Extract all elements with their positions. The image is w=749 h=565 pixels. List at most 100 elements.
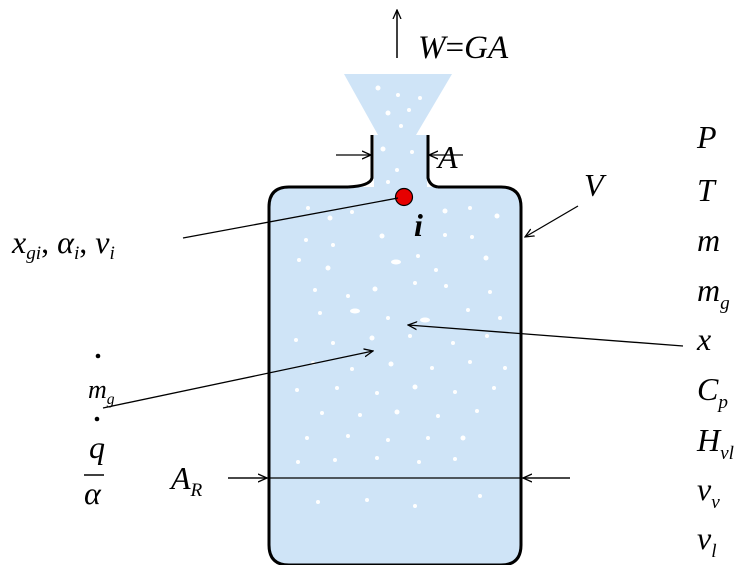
state-variable-0: P <box>696 119 717 155</box>
bubble <box>369 335 375 341</box>
bubble <box>331 243 335 247</box>
bubble <box>346 434 350 438</box>
bubble <box>426 436 430 440</box>
bubble <box>365 498 369 502</box>
bubble <box>386 438 390 442</box>
bubble <box>396 93 400 97</box>
outlet-pipe-fluid <box>374 135 427 193</box>
bubble <box>327 215 333 221</box>
bubble <box>295 388 299 392</box>
inlet-point-label: i <box>414 207 423 243</box>
vessel-fluid <box>269 187 521 565</box>
bubble <box>375 456 379 460</box>
inlet-point-marker <box>394 187 414 207</box>
bubble <box>335 386 339 390</box>
bubble <box>483 255 489 261</box>
bubble <box>412 384 418 390</box>
bubble <box>386 180 390 184</box>
bubble <box>494 213 500 219</box>
cross-section-label: AR <box>169 460 203 501</box>
bubble <box>306 206 310 210</box>
bubble <box>304 238 308 242</box>
bubble <box>430 366 434 370</box>
nozzle-left-wall <box>347 135 374 189</box>
bubble <box>333 458 337 462</box>
bubble <box>407 108 411 112</box>
state-variable-7: vv <box>697 471 720 513</box>
bubble <box>466 308 470 312</box>
mean-void-fraction-label: α <box>84 475 102 511</box>
heat-rate-label: q <box>89 429 105 465</box>
bubble <box>350 308 360 314</box>
bubble <box>488 290 492 294</box>
state-vars-leader-arrow <box>408 325 684 347</box>
bubble <box>460 435 466 441</box>
bubble <box>297 258 301 262</box>
bubble <box>413 281 417 285</box>
bubble <box>468 360 472 364</box>
bubble <box>436 414 440 418</box>
state-variable-4: x <box>696 321 711 357</box>
heat-rate-dot <box>94 416 100 422</box>
bubble <box>379 233 385 239</box>
bubble <box>475 409 479 413</box>
bubble <box>305 436 309 440</box>
bubble <box>451 341 455 345</box>
state-variable-8: vl <box>697 520 717 562</box>
bubble-group <box>294 85 507 508</box>
inlet-props-label: xgi, αi, vi <box>11 224 115 264</box>
bubble <box>331 341 335 345</box>
bubble <box>296 460 300 464</box>
bubble <box>443 233 447 237</box>
bubble <box>418 96 422 100</box>
bubble <box>350 367 354 371</box>
bubble <box>325 265 331 271</box>
bubble <box>358 413 362 417</box>
volume-leader-arrow <box>525 205 579 237</box>
volume-label: V <box>584 167 607 203</box>
nozzle-right-wall <box>426 135 439 189</box>
bubble <box>420 317 430 323</box>
bubble <box>498 316 502 320</box>
bubble <box>416 254 420 258</box>
bubble <box>408 334 412 338</box>
bubble <box>453 457 457 461</box>
state-variable-1: T <box>697 172 717 208</box>
bubble <box>399 124 403 128</box>
bubble <box>492 386 496 390</box>
bubble <box>410 150 414 154</box>
state-variable-5: Cp <box>697 371 728 413</box>
bubble <box>453 390 457 394</box>
bubble <box>318 311 322 315</box>
bubble <box>375 85 381 91</box>
vessel-outline <box>267 185 523 565</box>
bubble <box>380 146 386 152</box>
bubble <box>444 284 448 288</box>
bubble <box>391 259 401 265</box>
gas-mass-rate-dot <box>95 353 101 359</box>
state-variable-6: Hvl <box>696 422 734 464</box>
bubble <box>394 409 400 415</box>
bubble <box>478 494 482 498</box>
bubble <box>372 286 378 292</box>
bubble <box>316 500 320 504</box>
bubble <box>485 334 489 338</box>
bubble <box>468 206 472 210</box>
bubble <box>503 366 507 370</box>
bubble <box>313 288 317 292</box>
bubble <box>375 391 379 395</box>
bubble <box>294 338 298 342</box>
bubble <box>442 208 448 214</box>
gas-mass-rate-label: mg <box>88 375 115 408</box>
bubble <box>350 210 354 214</box>
bubble <box>417 460 421 464</box>
bubble <box>346 294 350 298</box>
bubble <box>434 268 438 272</box>
bubble <box>388 361 394 367</box>
bubble <box>320 411 324 415</box>
orifice-label: A <box>436 139 458 175</box>
bubble <box>386 316 390 320</box>
